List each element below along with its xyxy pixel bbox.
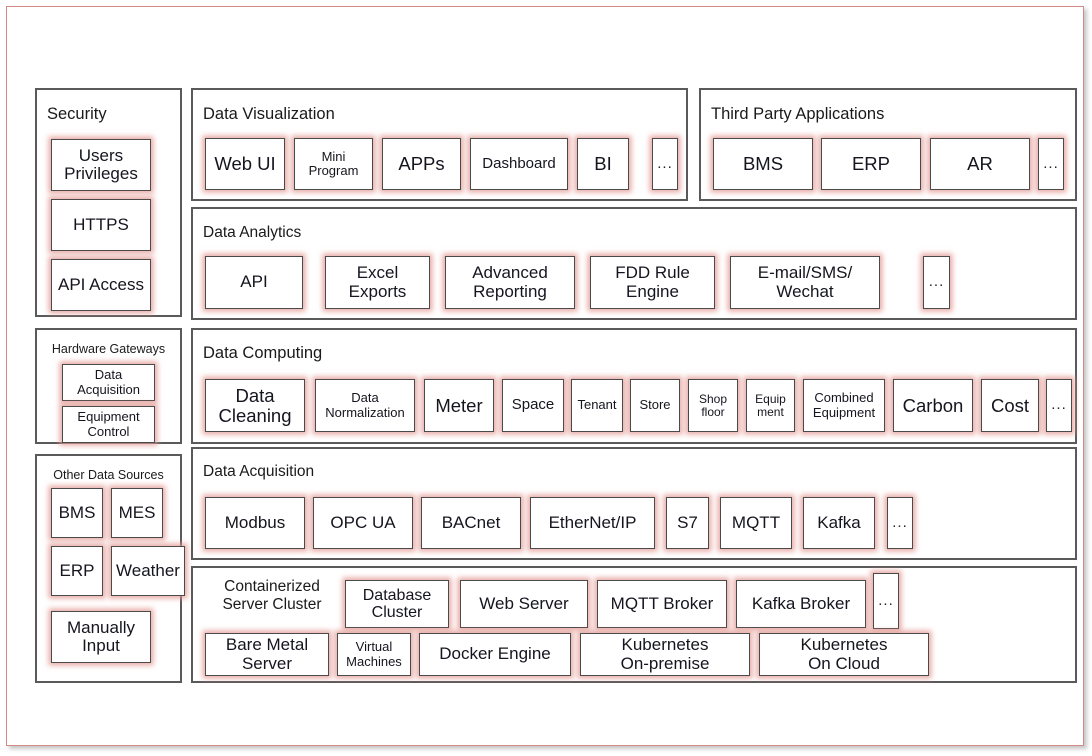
node-data-cleaning[interactable]: Data Cleaning: [205, 379, 305, 432]
node-data-normalization[interactable]: Data Normalization: [315, 379, 415, 432]
node-bare-metal-server[interactable]: Bare Metal Server: [205, 633, 329, 676]
panel-hardware-gateways-title: Hardware Gateways: [51, 342, 166, 356]
panel-hardware-gateways: Hardware Gateways Data Acquisition Equip…: [35, 328, 182, 444]
node-s7[interactable]: S7: [666, 497, 709, 549]
node-mini-program[interactable]: Mini Program: [294, 138, 373, 190]
node-analytics-api[interactable]: API: [205, 256, 303, 309]
node-ods-weather[interactable]: Weather: [111, 546, 185, 596]
node-tpa-erp[interactable]: ERP: [821, 138, 921, 190]
node-opc-ua[interactable]: OPC UA: [313, 497, 413, 549]
node-bacnet[interactable]: BACnet: [421, 497, 521, 549]
node-ods-bms[interactable]: BMS: [51, 488, 103, 538]
panel-data-analytics: Data Analytics API Excel Exports Advance…: [191, 207, 1077, 320]
panel-containerized-server-cluster: Containerized Server Cluster Database Cl…: [191, 566, 1077, 683]
diagram-frame: Security Users Privileges HTTPS API Acce…: [6, 6, 1084, 746]
panel-security-title: Security: [47, 105, 107, 123]
node-data-computing-more[interactable]: ...: [1046, 379, 1072, 432]
panel-data-acquisition: Data Acquisition Modbus OPC UA BACnet Et…: [191, 447, 1077, 560]
node-tpa-bms[interactable]: BMS: [713, 138, 813, 190]
panel-data-analytics-title: Data Analytics: [203, 224, 302, 241]
panel-third-party-applications: Third Party Applications BMS ERP AR ...: [699, 88, 1077, 201]
node-store[interactable]: Store: [630, 379, 680, 432]
node-manually-input[interactable]: Manually Input: [51, 611, 151, 663]
node-bi[interactable]: BI: [577, 138, 629, 190]
panel-other-data-sources-title: Other Data Sources: [53, 468, 164, 482]
node-virtual-machines[interactable]: Virtual Machines: [337, 633, 411, 676]
node-kubernetes-on-premise[interactable]: Kubernetes On-premise: [580, 633, 750, 676]
node-mqtt-broker[interactable]: MQTT Broker: [597, 580, 727, 628]
node-kafka-broker[interactable]: Kafka Broker: [736, 580, 866, 628]
panel-data-computing-title: Data Computing: [203, 344, 323, 362]
node-cost[interactable]: Cost: [981, 379, 1039, 432]
node-excel-exports[interactable]: Excel Exports: [325, 256, 430, 309]
panel-data-acquisition-title: Data Acquisition: [203, 463, 315, 480]
node-tenant[interactable]: Tenant: [571, 379, 623, 432]
node-web-server[interactable]: Web Server: [460, 580, 588, 628]
node-advanced-reporting[interactable]: Advanced Reporting: [445, 256, 575, 309]
node-mqtt[interactable]: MQTT: [720, 497, 792, 549]
panel-security: Security Users Privileges HTTPS API Acce…: [35, 88, 182, 317]
node-combined-equipment[interactable]: Combined Equipment: [803, 379, 885, 432]
node-data-analytics-more[interactable]: ...: [923, 256, 950, 309]
node-docker-engine[interactable]: Docker Engine: [419, 633, 571, 676]
node-apps[interactable]: APPs: [382, 138, 461, 190]
node-gateway-equipment-control[interactable]: Equipment Control: [62, 406, 155, 443]
panel-containerized-server-cluster-title: Containerized Server Cluster: [222, 578, 322, 613]
node-ods-mes[interactable]: MES: [111, 488, 163, 538]
node-modbus[interactable]: Modbus: [205, 497, 305, 549]
node-data-acquisition-more[interactable]: ...: [887, 497, 913, 549]
node-meter[interactable]: Meter: [424, 379, 494, 432]
panel-data-visualization-title: Data Visualization: [203, 105, 335, 123]
node-tpa-ar[interactable]: AR: [930, 138, 1030, 190]
node-database-cluster[interactable]: Database Cluster: [345, 580, 449, 628]
panel-third-party-applications-title: Third Party Applications: [711, 105, 885, 123]
node-email-sms-wechat[interactable]: E-mail/SMS/ Wechat: [730, 256, 880, 309]
node-equipment[interactable]: Equip ment: [746, 379, 795, 432]
node-carbon[interactable]: Carbon: [893, 379, 973, 432]
node-https[interactable]: HTTPS: [51, 199, 151, 251]
node-kubernetes-on-cloud[interactable]: Kubernetes On Cloud: [759, 633, 929, 676]
node-gateway-data-acquisition[interactable]: Data Acquisition: [62, 364, 155, 401]
node-third-party-more[interactable]: ...: [1038, 138, 1064, 190]
node-dashboard[interactable]: Dashboard: [470, 138, 568, 190]
node-kafka[interactable]: Kafka: [803, 497, 875, 549]
node-web-ui[interactable]: Web UI: [205, 138, 285, 190]
node-shop-floor[interactable]: Shop floor: [688, 379, 738, 432]
panel-data-visualization: Data Visualization Web UI Mini Program A…: [191, 88, 688, 201]
node-fdd-rule-engine[interactable]: FDD Rule Engine: [590, 256, 715, 309]
node-api-access[interactable]: API Access: [51, 259, 151, 311]
node-ods-erp[interactable]: ERP: [51, 546, 103, 596]
node-users-privileges[interactable]: Users Privileges: [51, 139, 151, 191]
panel-data-computing: Data Computing Data Cleaning Data Normal…: [191, 328, 1077, 444]
node-data-visualization-more[interactable]: ...: [652, 138, 678, 190]
node-ethernet-ip[interactable]: EtherNet/IP: [530, 497, 655, 549]
panel-other-data-sources: Other Data Sources BMS MES ERP Weather M…: [35, 454, 185, 683]
node-container-more[interactable]: ...: [873, 573, 899, 629]
node-space[interactable]: Space: [502, 379, 564, 432]
